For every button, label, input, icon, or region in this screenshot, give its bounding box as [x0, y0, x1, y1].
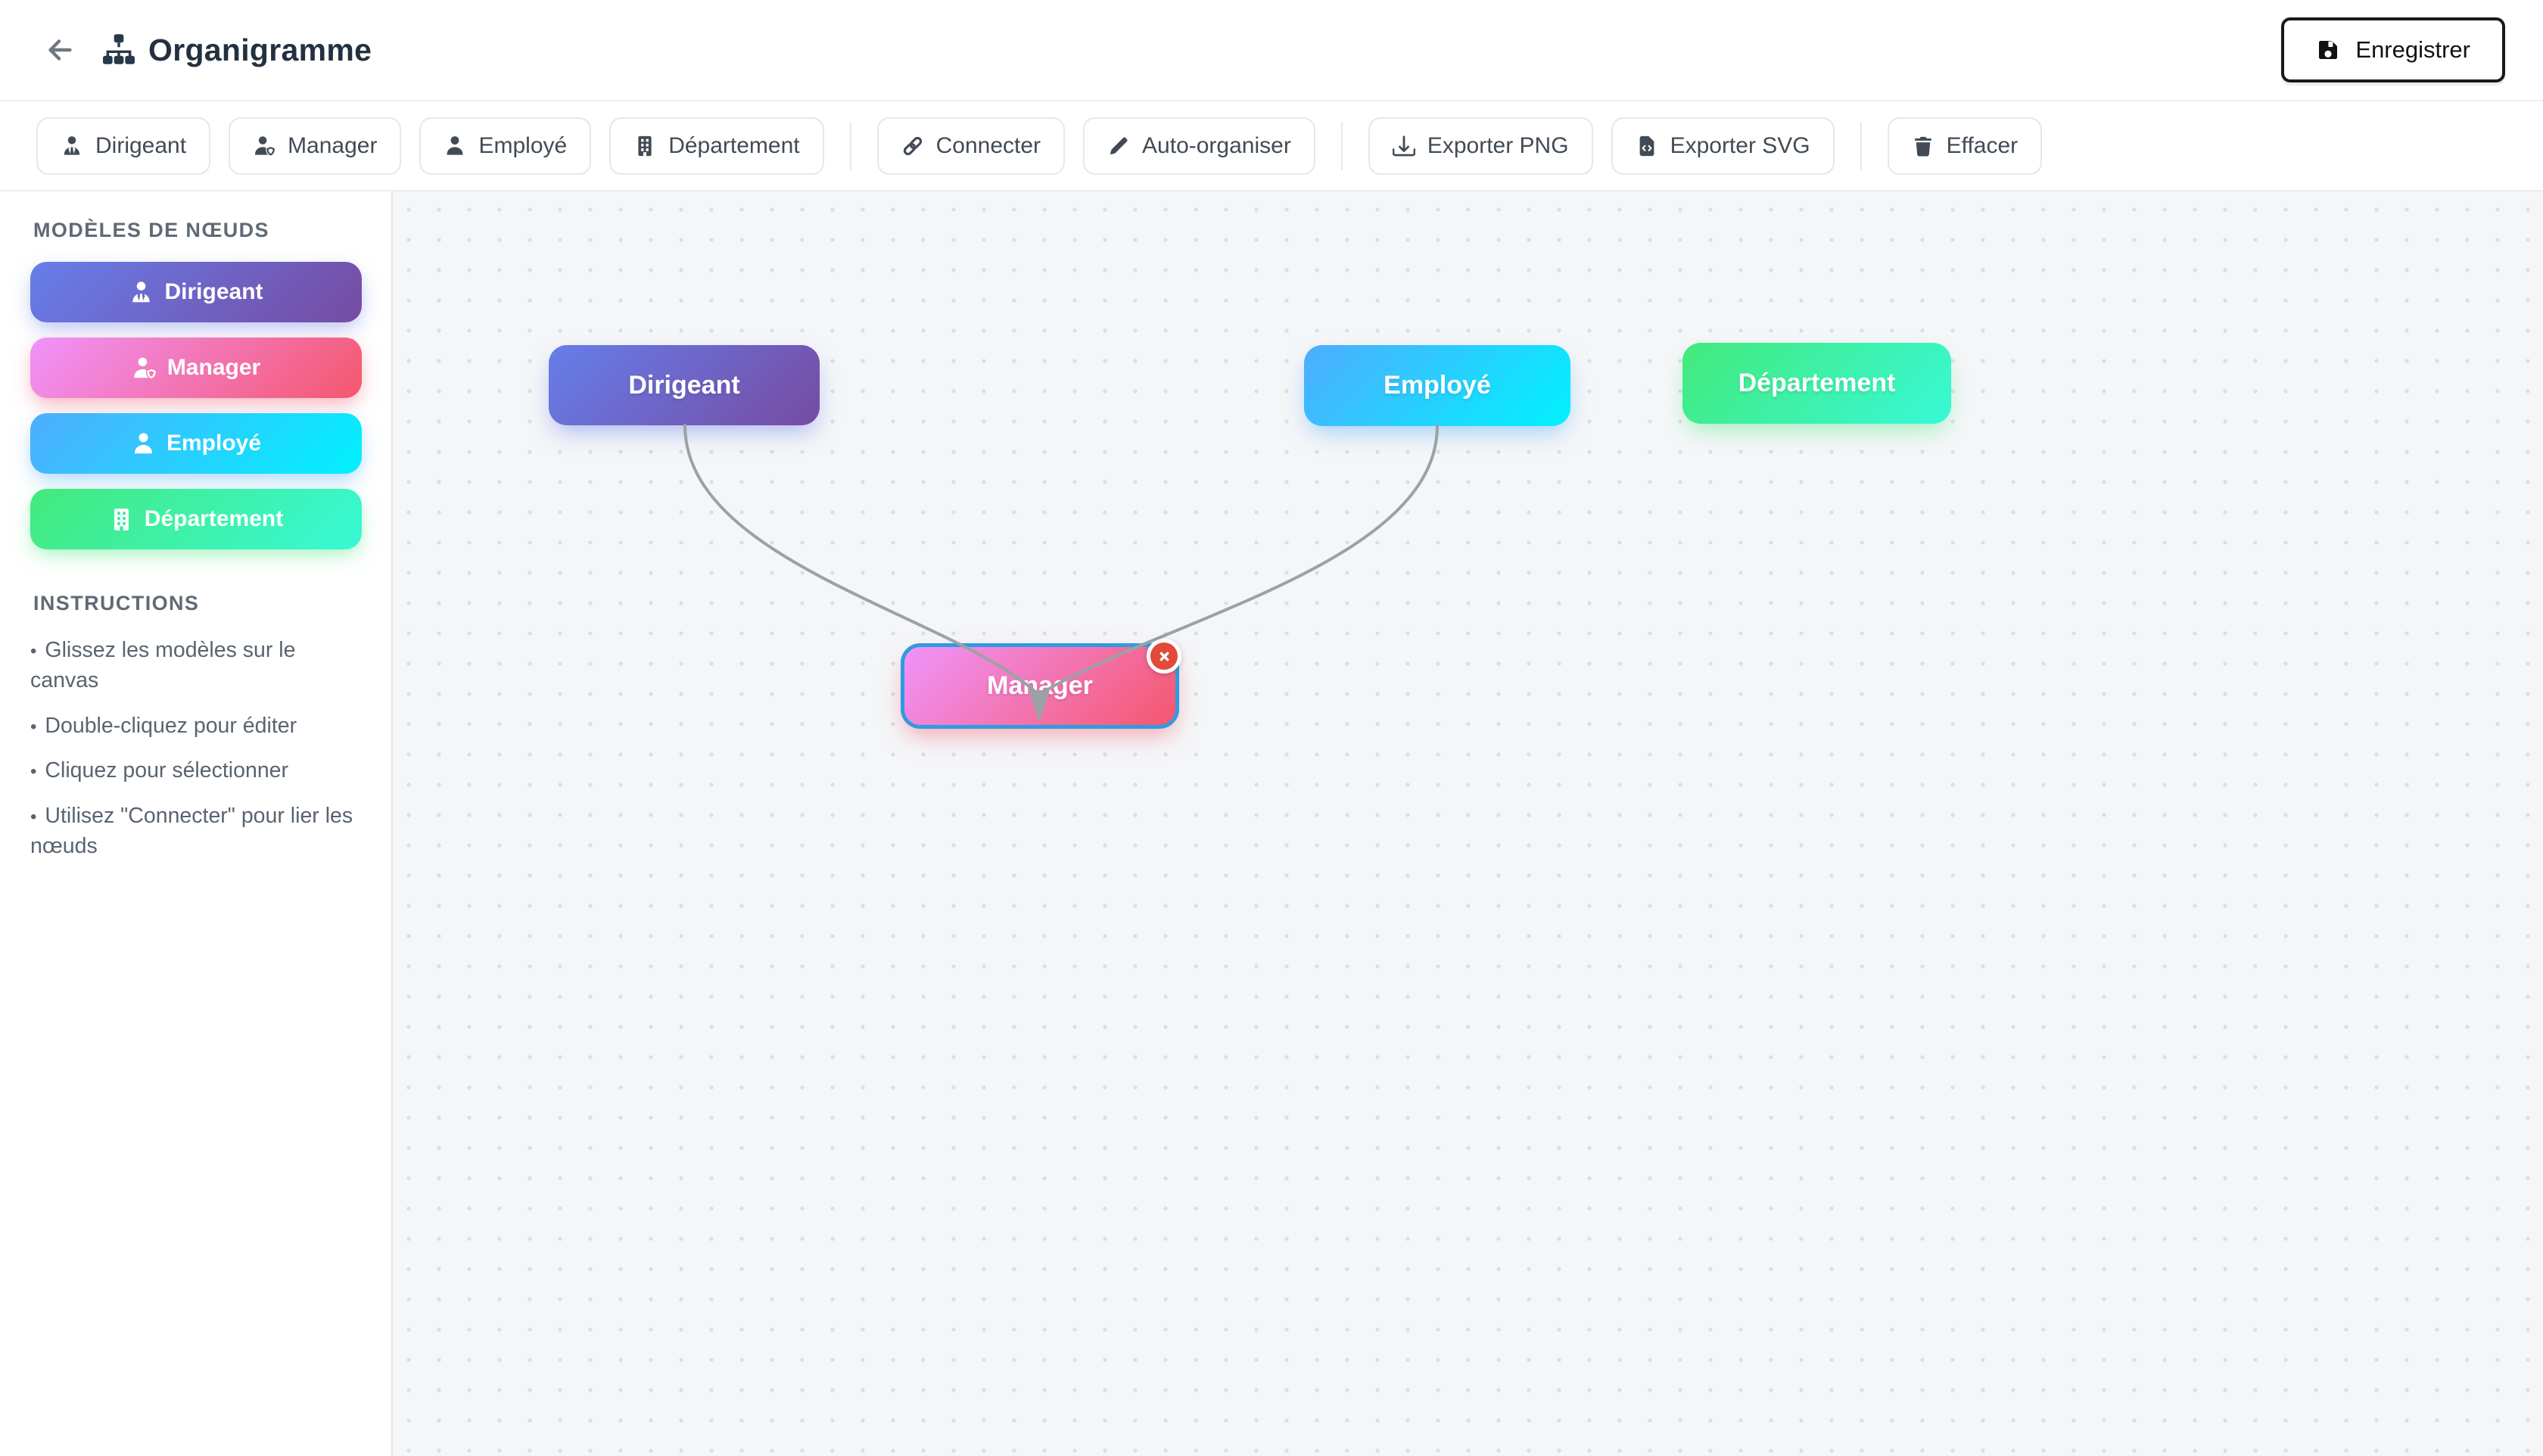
canvas-node-manager-selected[interactable]: Manager [901, 639, 1181, 729]
pencil-icon [1107, 135, 1130, 157]
toolbar-add-departement[interactable]: Département [609, 117, 824, 175]
toolbar-divider [1340, 121, 1343, 170]
toolbar-button-label: Manager [288, 132, 378, 158]
instruction-item: •Utilisez "Connecter" pour lier les nœud… [30, 803, 353, 859]
instructions-section: INSTRUCTIONS •Glissez les modèles sur le… [30, 592, 361, 862]
sidebar: MODÈLES DE NŒUDS Dirigeant [0, 191, 393, 1456]
template-employe[interactable]: Employé [30, 413, 362, 474]
toolbar-export-png-button[interactable]: Exporter PNG [1368, 117, 1593, 175]
file-code-icon [1636, 135, 1658, 157]
instruction-item: •Double-cliquez pour éditer [30, 713, 297, 738]
instruction-item: •Glissez les modèles sur le canvas [30, 638, 296, 693]
toolbar-button-label: Exporter SVG [1670, 132, 1810, 158]
toolbar-export-svg-button[interactable]: Exporter SVG [1611, 117, 1835, 175]
page-title: Organigramme [148, 32, 372, 67]
toolbar-button-label: Connecter [935, 132, 1041, 158]
person-tie-icon [61, 135, 83, 157]
save-button-label: Enregistrer [2355, 36, 2470, 63]
instruction-item: •Cliquez pour sélectionner [30, 758, 289, 783]
close-icon [1156, 649, 1172, 664]
node-label: Manager [987, 671, 1093, 700]
sitemap-icon [101, 33, 136, 67]
canvas-node-employe[interactable]: Employé [1304, 345, 1570, 426]
templates-heading: MODÈLES DE NŒUDS [33, 219, 269, 241]
bullet: • [30, 716, 37, 737]
bullet: • [30, 806, 37, 827]
floppy-icon [2316, 38, 2340, 62]
toolbar-divider [1860, 121, 1862, 170]
template-manager[interactable]: Manager [30, 338, 362, 398]
toolbar-divider [849, 121, 851, 170]
node-label: Dirigeant [628, 370, 740, 400]
main-content: MODÈLES DE NŒUDS Dirigeant [0, 191, 2543, 1456]
canvas[interactable]: Dirigeant Employé Département Manager [393, 191, 2543, 1456]
bullet: • [30, 761, 37, 782]
canvas-node-dirigeant[interactable]: Dirigeant [549, 345, 820, 425]
link-icon [901, 135, 924, 157]
toolbar-button-label: Auto-organiser [1142, 132, 1291, 158]
toolbar-auto-layout-button[interactable]: Auto-organiser [1083, 117, 1315, 175]
node-label: Département [1738, 369, 1896, 397]
trash-icon [1912, 135, 1934, 157]
person-shield-icon [253, 135, 276, 157]
back-button[interactable] [38, 28, 82, 72]
person-shield-icon [132, 356, 157, 381]
building-icon [633, 135, 656, 157]
template-dirigeant[interactable]: Dirigeant [30, 262, 362, 322]
person-tie-icon [129, 280, 154, 305]
app-header: Organigramme Enregistrer [0, 0, 2543, 101]
toolbar-add-employe[interactable]: Employé [419, 117, 592, 175]
node-label: Employé [1384, 371, 1491, 400]
person-icon [444, 135, 466, 157]
toolbar-add-dirigeant[interactable]: Dirigeant [36, 117, 211, 175]
template-label: Dirigeant [164, 279, 263, 304]
template-label: Manager [167, 355, 261, 380]
save-button[interactable]: Enregistrer [2281, 17, 2505, 82]
toolbar-connect-button[interactable]: Connecter [876, 117, 1066, 175]
building-icon [109, 507, 134, 532]
download-icon [1392, 135, 1415, 157]
bullet: • [30, 641, 37, 661]
toolbar-button-label: Département [668, 132, 800, 158]
person-icon [131, 431, 156, 456]
toolbar-button-label: Employé [478, 132, 568, 158]
toolbar-button-label: Effacer [1946, 132, 2019, 158]
delete-node-button[interactable] [1147, 639, 1181, 674]
toolbar-add-manager[interactable]: Manager [229, 117, 402, 175]
instructions-list: •Glissez les modèles sur le canvas •Doub… [30, 635, 361, 862]
toolbar-button-label: Exporter PNG [1427, 132, 1569, 158]
template-departement[interactable]: Département [30, 489, 362, 549]
canvas-node-departement[interactable]: Département [1682, 343, 1951, 424]
toolbar: Dirigeant Manager Employé [0, 101, 2543, 191]
toolbar-clear-button[interactable]: Effacer [1887, 117, 2043, 175]
template-label: Employé [166, 431, 262, 456]
template-label: Département [144, 506, 284, 531]
instructions-heading: INSTRUCTIONS [33, 592, 200, 614]
arrow-left-icon [42, 33, 77, 67]
toolbar-button-label: Dirigeant [95, 132, 187, 158]
